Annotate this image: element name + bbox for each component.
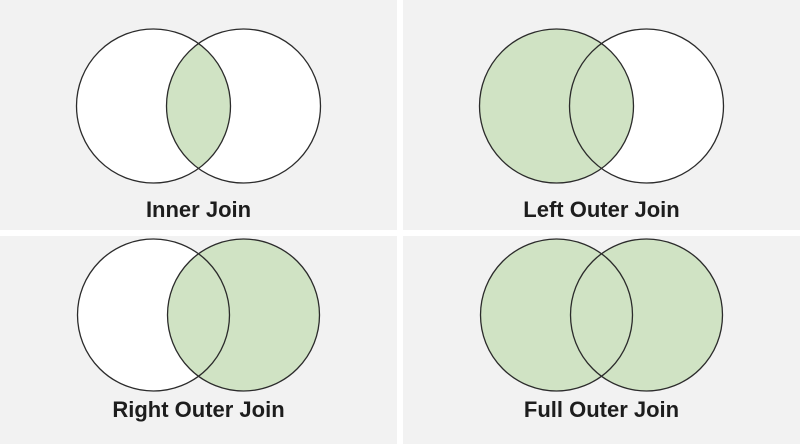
intersection-fill (569, 29, 634, 183)
venn-panel-left-outer-join: Left Outer Join (403, 0, 800, 230)
left-circle-outline (478, 28, 635, 184)
venn-panel-inner-join: Inner Join (0, 0, 397, 230)
left-circle-outline (76, 238, 231, 392)
right-circle-outline (166, 238, 321, 392)
right-circle-outline (569, 238, 724, 392)
join-label-right-outer: Right Outer Join (112, 397, 285, 422)
intersection-fill (167, 239, 230, 391)
venn-panel-full-outer-join: Full Outer Join (403, 236, 800, 444)
join-label-inner: Inner Join (145, 197, 252, 222)
full-outer-join-venn-diagram (479, 238, 724, 392)
venn-panel-right-outer-join: Right Outer Join (0, 236, 397, 444)
inner-join-venn-diagram (75, 28, 322, 184)
right-circle-outline (568, 28, 725, 184)
left-circle-outline (75, 28, 232, 184)
right-circle-outline (165, 28, 322, 184)
left-circle-outline (479, 238, 634, 392)
intersection-fill (570, 239, 633, 391)
join-label-left-outer: Left Outer Join (523, 197, 680, 222)
left-outer-join-venn-diagram (478, 28, 725, 184)
join-label-full-outer: Full Outer Join (523, 397, 680, 422)
right-outer-join-venn-diagram (76, 238, 321, 392)
intersection-fill (166, 29, 231, 183)
